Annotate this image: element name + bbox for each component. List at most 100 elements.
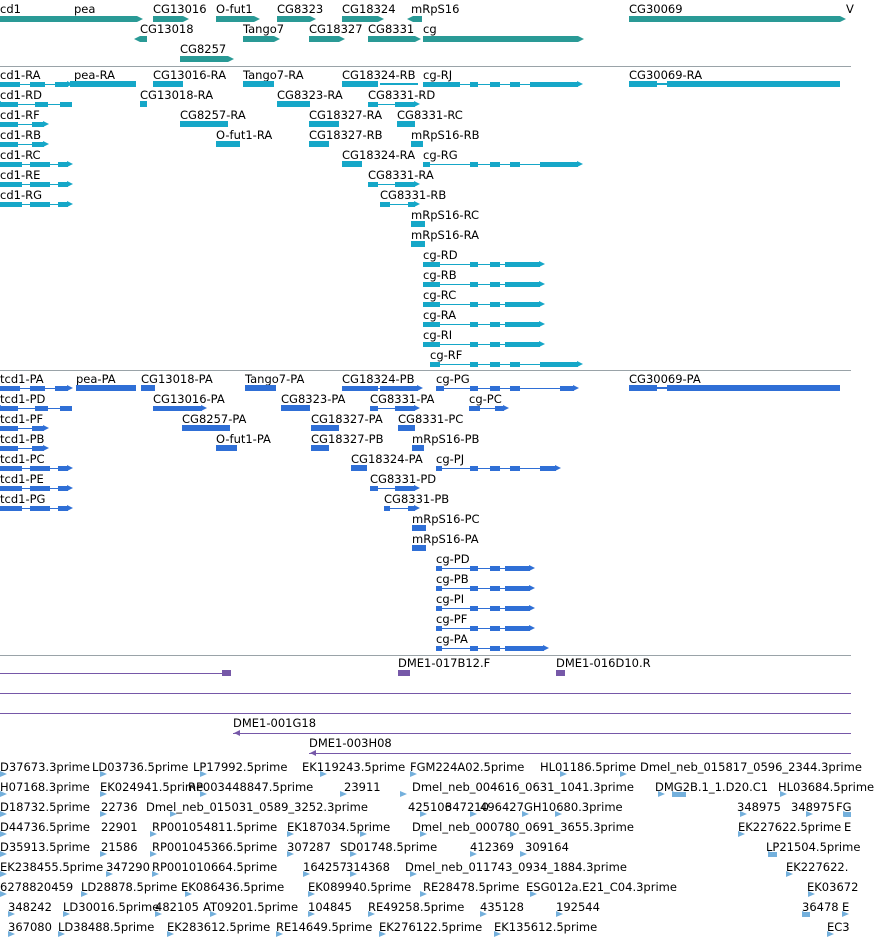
- exon-block[interactable]: [510, 82, 520, 87]
- protein-label[interactable]: Tango7-PA: [245, 372, 305, 386]
- transcript-label[interactable]: cg-RD: [423, 248, 458, 262]
- exon-block[interactable]: [30, 466, 50, 471]
- gene-label[interactable]: CG13018: [140, 22, 194, 36]
- est-label[interactable]: H07168.3prime: [0, 780, 90, 794]
- exon-block[interactable]: [436, 586, 442, 591]
- exon-block[interactable]: [490, 586, 500, 591]
- protein-label[interactable]: tcd1-PF: [0, 412, 44, 426]
- est-label[interactable]: 496427: [480, 800, 524, 814]
- exon-block[interactable]: [58, 506, 68, 511]
- exon-block[interactable]: [436, 566, 442, 571]
- exon-block[interactable]: [505, 646, 544, 651]
- transcript-label[interactable]: cg-RF: [430, 348, 463, 362]
- est-label[interactable]: FG: [836, 800, 852, 814]
- clone-label[interactable]: DME1-003H08: [309, 736, 392, 750]
- exon-block[interactable]: [510, 386, 520, 391]
- exon-block[interactable]: [30, 386, 45, 391]
- est-label[interactable]: HL01186.5prime: [540, 760, 637, 774]
- exon-block[interactable]: [530, 82, 578, 87]
- est-label[interactable]: 347210: [445, 800, 489, 814]
- est-label[interactable]: 348242: [8, 900, 52, 914]
- est-label[interactable]: EK03672: [807, 880, 859, 894]
- clone-line[interactable]: [309, 753, 851, 754]
- est-label[interactable]: RP003448847.5prime: [188, 780, 314, 794]
- transcript-label[interactable]: cd1-RD: [0, 88, 42, 102]
- protein-label[interactable]: CG8331-PA: [370, 392, 435, 406]
- est-label[interactable]: RP001010664.5prime: [152, 860, 278, 874]
- transcript-label[interactable]: CG8331-RA: [368, 168, 434, 182]
- exon-block[interactable]: [629, 81, 657, 87]
- protein-label[interactable]: CG13018-PA: [141, 372, 213, 386]
- transcript-label[interactable]: CG8331-RC: [397, 108, 463, 122]
- est-label[interactable]: EK089940.5prime: [308, 880, 412, 894]
- exon-block[interactable]: [470, 466, 478, 471]
- est-label[interactable]: 23911: [344, 780, 381, 794]
- est-label[interactable]: DMG2B.1_1.D20.C1: [655, 780, 769, 794]
- est-label[interactable]: 367080: [8, 920, 52, 934]
- protein-label[interactable]: cg-PC: [469, 392, 502, 406]
- exon-block[interactable]: [245, 385, 276, 391]
- exon-block[interactable]: [505, 586, 530, 591]
- exon-block[interactable]: [58, 466, 68, 471]
- exon-block[interactable]: [430, 362, 440, 367]
- gene-bar[interactable]: [140, 36, 147, 42]
- est-label[interactable]: D18732.5prime: [0, 800, 90, 814]
- exon-block[interactable]: [470, 626, 478, 631]
- exon-block[interactable]: [505, 566, 530, 571]
- gene-label[interactable]: CG8331: [368, 22, 415, 36]
- est-label[interactable]: LD28878.5prime: [81, 880, 178, 894]
- exon-block[interactable]: [309, 141, 329, 147]
- gene-label[interactable]: mRpS16: [411, 2, 460, 16]
- exon-block[interactable]: [35, 102, 48, 107]
- exon-block[interactable]: [58, 182, 68, 187]
- exon-block[interactable]: [505, 302, 540, 307]
- est-label[interactable]: 347290: [106, 860, 150, 874]
- exon-block[interactable]: [58, 486, 68, 491]
- est-label[interactable]: 104845: [308, 900, 352, 914]
- protein-label[interactable]: CG8331-PD: [370, 472, 437, 486]
- est-label[interactable]: EK238455.5prime: [0, 860, 104, 874]
- exon-block[interactable]: [70, 81, 136, 87]
- exon-block[interactable]: [30, 162, 50, 167]
- est-label[interactable]: LP17992.5prime: [193, 760, 288, 774]
- gene-label[interactable]: CG8323: [277, 2, 324, 16]
- exon-block[interactable]: [490, 262, 500, 267]
- exon-block[interactable]: [309, 121, 339, 127]
- est-label[interactable]: LD03736.5prime: [92, 760, 189, 774]
- est-label[interactable]: 22736: [101, 800, 138, 814]
- exon-block[interactable]: [153, 81, 183, 87]
- exon-block[interactable]: [470, 82, 478, 87]
- exon-block[interactable]: [32, 122, 44, 127]
- transcript-label[interactable]: CG8331-RB: [380, 188, 447, 202]
- protein-label[interactable]: mRpS16-PC: [412, 512, 480, 526]
- est-bar[interactable]: [672, 792, 686, 797]
- protein-label[interactable]: CG8257-PA: [182, 412, 247, 426]
- est-label[interactable]: 192544: [556, 900, 600, 914]
- exon-block[interactable]: [368, 102, 378, 107]
- gene-bar[interactable]: [309, 36, 339, 42]
- est-label[interactable]: 435128: [480, 900, 524, 914]
- exon-block[interactable]: [0, 386, 20, 391]
- gene-bar[interactable]: [0, 16, 137, 22]
- exon-block[interactable]: [395, 182, 415, 187]
- est-bar[interactable]: [844, 812, 851, 817]
- transcript-label[interactable]: mRpS16-RB: [411, 128, 480, 142]
- exon-block[interactable]: [540, 466, 556, 471]
- protein-label[interactable]: tcd1-PE: [0, 472, 44, 486]
- gene-label[interactable]: CG30069: [629, 2, 683, 16]
- est-bar[interactable]: [768, 852, 777, 857]
- transcript-label[interactable]: cg-RI: [423, 328, 453, 342]
- exon-block[interactable]: [490, 466, 500, 471]
- clone-line[interactable]: [0, 693, 851, 694]
- transcript-label[interactable]: cd1-RE: [0, 168, 41, 182]
- gene-label[interactable]: cd1: [0, 2, 21, 16]
- est-label[interactable]: Dmel_neb_000780_0691_3655.3prime: [412, 820, 634, 834]
- clone-label[interactable]: DME1-017B12.F: [398, 656, 491, 670]
- est-label[interactable]: 6278820459: [0, 880, 74, 894]
- exon-block[interactable]: [490, 282, 500, 287]
- exon-block[interactable]: [30, 182, 50, 187]
- exon-block[interactable]: [667, 385, 840, 391]
- exon-block[interactable]: [495, 406, 504, 411]
- exon-block[interactable]: [490, 362, 500, 367]
- exon-block[interactable]: [505, 322, 540, 327]
